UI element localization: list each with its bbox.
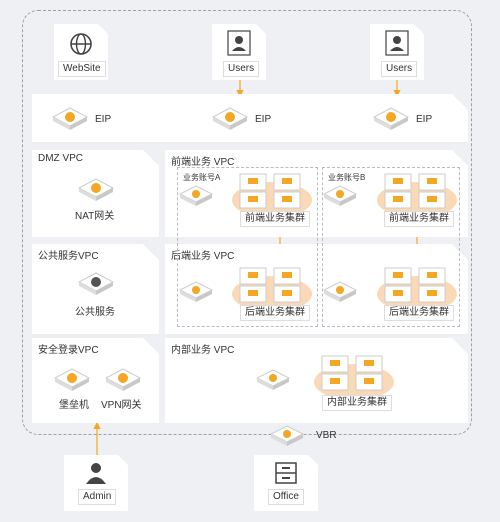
frontend-vpc-title: 前端业务 VPC <box>171 157 235 168</box>
eip-label-2: EIP <box>255 114 272 125</box>
load-balancer-icon <box>323 281 357 302</box>
server-cluster-icon <box>314 355 394 400</box>
server-cluster-icon <box>377 173 457 218</box>
website-label: WebSite <box>58 61 106 77</box>
vbr-label: VBR <box>316 430 337 441</box>
bastion-label: 堡垒机 <box>59 400 89 411</box>
back-cluster-b-label: 后端业务集群 <box>384 305 454 321</box>
account-b-boundary <box>322 167 460 327</box>
public-service-icon <box>78 272 114 295</box>
load-balancer-icon <box>179 185 213 206</box>
eip-label-1: EIP <box>95 114 112 125</box>
internal-cluster-label: 内部业务集群 <box>322 395 392 411</box>
load-balancer-icon <box>179 281 213 302</box>
dmz-vpc-panel: DMZ VPC <box>32 150 159 237</box>
front-cluster-a-label: 前端业务集群 <box>240 211 310 227</box>
vpn-gateway-label: VPN网关 <box>101 400 142 411</box>
person-icon <box>84 461 108 485</box>
user-icon <box>385 30 409 56</box>
users-label-2: Users <box>381 61 418 77</box>
backend-vpc-title: 后端业务 VPC <box>171 251 235 262</box>
vbr-icon <box>270 425 304 446</box>
back-cluster-a-label: 后端业务集群 <box>240 305 310 321</box>
user-icon <box>227 30 251 56</box>
front-cluster-b-label: 前端业务集群 <box>384 211 454 227</box>
public-service-label: 公共服务 <box>75 307 115 318</box>
login-vpc-title: 安全登录VPC <box>38 345 99 356</box>
users-label-1: Users <box>223 61 260 77</box>
eip-icon <box>373 107 409 130</box>
nat-gateway-icon <box>78 178 114 201</box>
admin-label: Admin <box>78 489 117 505</box>
eip-icon <box>212 107 248 130</box>
server-cluster-icon <box>232 173 312 218</box>
office-label: Office <box>268 489 304 505</box>
server-cluster-icon <box>377 267 457 312</box>
vpn-gateway-icon <box>105 368 141 391</box>
account-a-label: 业务账号A <box>183 173 221 182</box>
nat-gateway-label: NAT网关 <box>75 211 115 222</box>
load-balancer-icon <box>256 369 290 390</box>
internal-vpc-title: 内部业务 VPC <box>171 345 235 356</box>
cloud-boundary <box>22 10 472 435</box>
office-cabinet-icon <box>274 461 298 485</box>
dmz-vpc-title: DMZ VPC <box>38 153 83 164</box>
public-vpc-title: 公共服务VPC <box>38 251 99 262</box>
account-b-label: 业务账号B <box>328 173 366 182</box>
load-balancer-icon <box>323 185 357 206</box>
eip-label-3: EIP <box>416 114 433 125</box>
bastion-icon <box>54 368 90 391</box>
globe-icon <box>69 32 93 56</box>
server-cluster-icon <box>232 267 312 312</box>
account-a-boundary <box>177 167 318 327</box>
eip-icon <box>52 107 88 130</box>
